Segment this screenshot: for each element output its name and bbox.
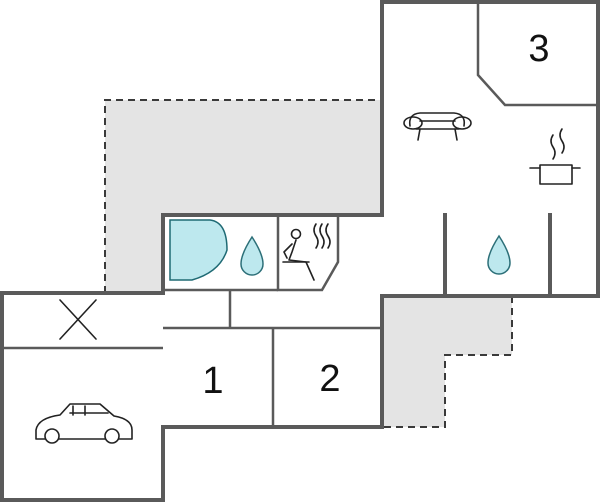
cross-mark-icon bbox=[59, 299, 97, 340]
water-drop-icon-utility bbox=[487, 234, 511, 275]
car-icon bbox=[35, 403, 133, 444]
room-label-1: 1 bbox=[202, 360, 223, 402]
sofa-icon bbox=[403, 112, 472, 141]
terrace-top bbox=[104, 99, 382, 293]
interior-walls bbox=[2, 2, 598, 427]
room-label-3: 3 bbox=[528, 28, 549, 70]
shower-icon bbox=[169, 219, 228, 281]
water-drop-icon bbox=[240, 235, 264, 276]
cooking-pot-icon bbox=[529, 128, 581, 185]
room-label-2: 2 bbox=[319, 358, 340, 400]
terrace-bottom bbox=[382, 296, 513, 428]
sauna-icon bbox=[282, 223, 331, 281]
